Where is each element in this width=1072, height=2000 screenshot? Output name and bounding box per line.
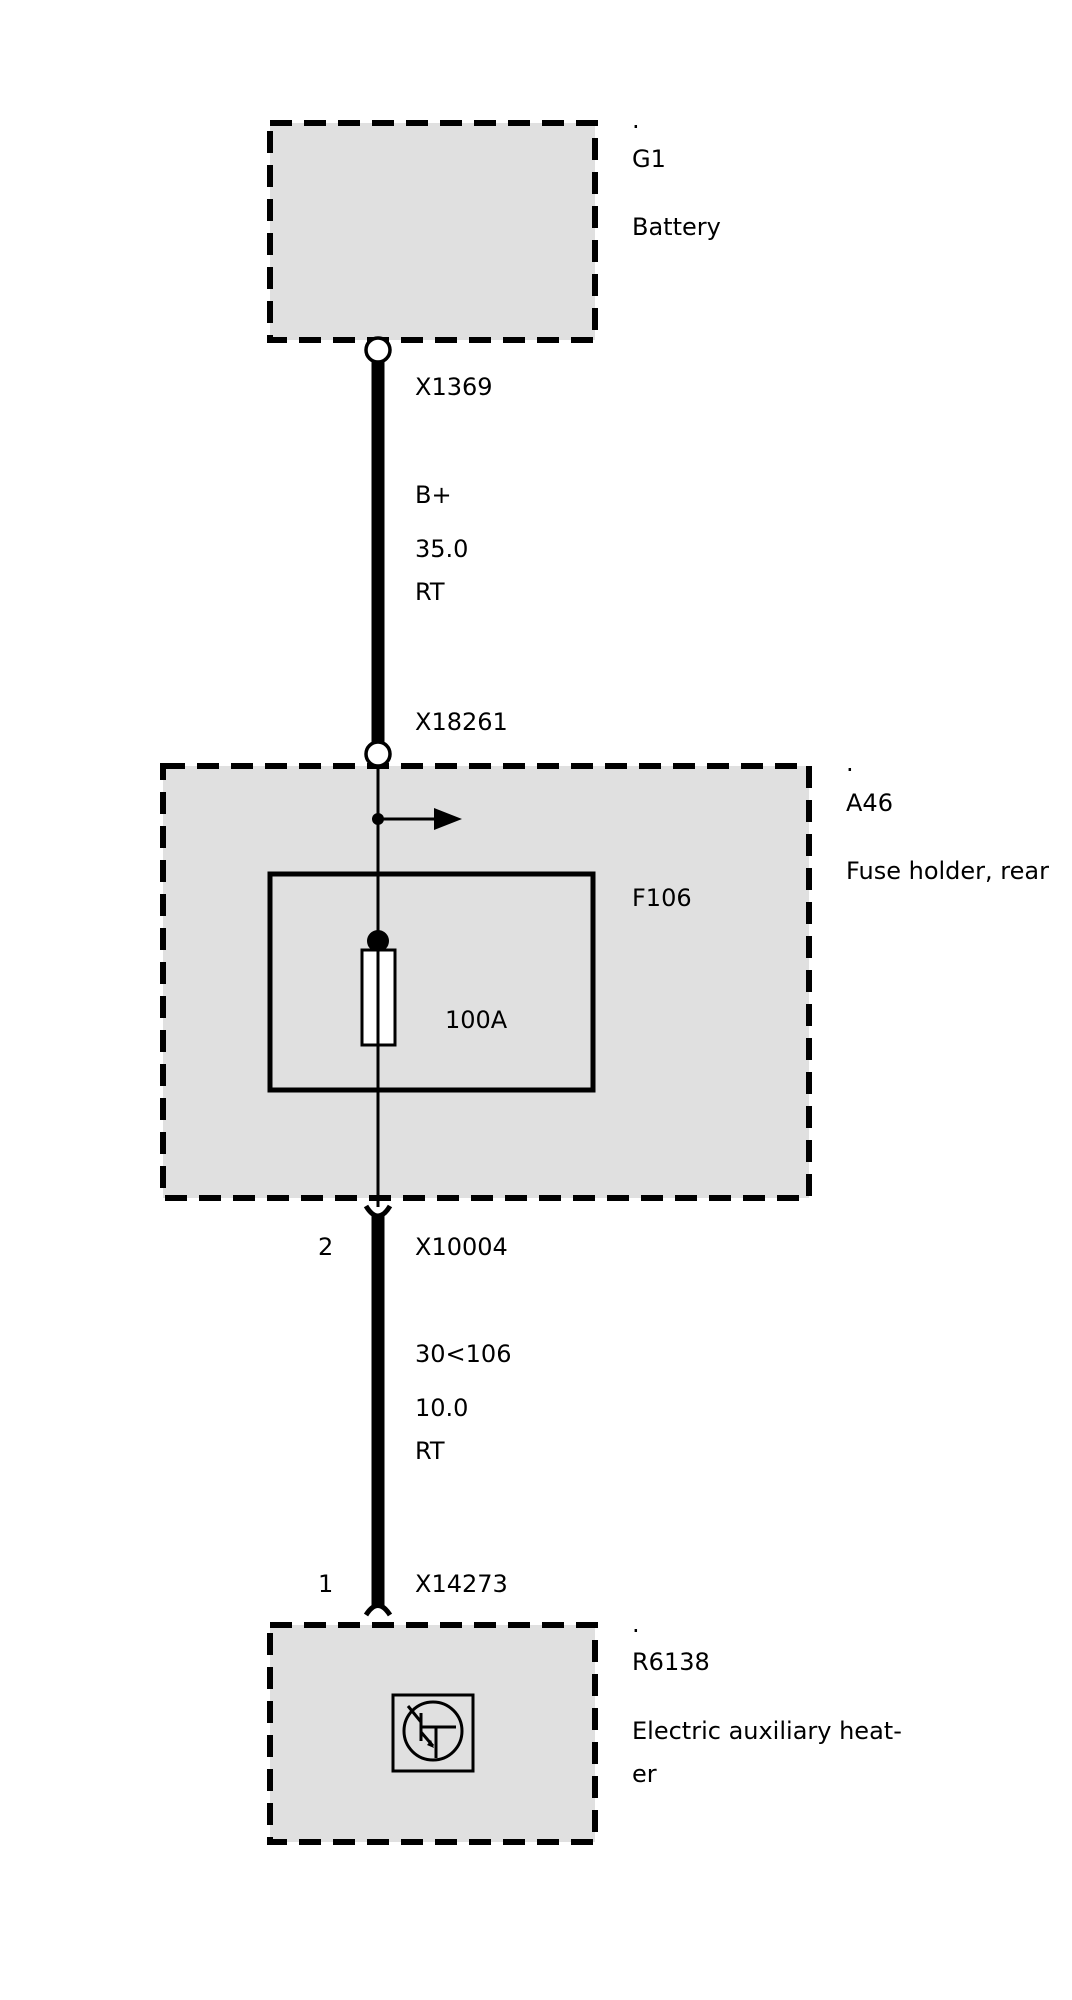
wire-lower-signal: 30<106: [415, 1340, 511, 1368]
fuse-holder-dot: .: [846, 749, 854, 777]
battery-name: Battery: [632, 213, 721, 241]
wire-upper-cross-section: 35.0: [415, 535, 468, 563]
fuse-terminal-icon: [367, 930, 389, 952]
fuse-rating: 100A: [445, 1006, 508, 1034]
heater-id: R6138: [632, 1648, 710, 1676]
branch-arrow-icon: [434, 808, 462, 830]
battery-box[interactable]: [267, 120, 598, 343]
fuse-holder-name: Fuse holder, rear: [846, 857, 1049, 885]
connector-x1369-label: X1369: [415, 373, 493, 401]
heater-name-line1: Electric auxiliary heat-: [632, 1717, 902, 1745]
heater-symbol-icon: [391, 1693, 475, 1773]
wire-upper-signal: B+: [415, 481, 452, 509]
wire-upper-color: RT: [415, 578, 445, 606]
connector-x10004-label: X10004: [415, 1233, 508, 1261]
heater-box[interactable]: [267, 1622, 598, 1845]
battery-dot: .: [632, 106, 640, 134]
connector-x14273-icon[interactable]: [363, 1603, 393, 1617]
fuse-holder-box[interactable]: [160, 763, 812, 1201]
battery-id: G1: [632, 145, 666, 173]
wire-lower-cross-section: 10.0: [415, 1394, 468, 1422]
connector-x14273-pin: 1: [318, 1570, 333, 1598]
fuse-id: F106: [632, 884, 692, 912]
heater-name-line2: er: [632, 1760, 657, 1788]
heater-dot: .: [632, 1610, 640, 1638]
connector-x18261-icon[interactable]: [364, 740, 392, 768]
fuse-box[interactable]: [267, 871, 596, 1093]
connector-x14273-label: X14273: [415, 1570, 508, 1598]
connector-x1369-icon[interactable]: [364, 336, 392, 364]
fuse-holder-id: A46: [846, 789, 893, 817]
connector-x18261-label: X18261: [415, 708, 508, 736]
wire-lower-color: RT: [415, 1437, 445, 1465]
connector-x10004-pin: 2: [318, 1233, 333, 1261]
